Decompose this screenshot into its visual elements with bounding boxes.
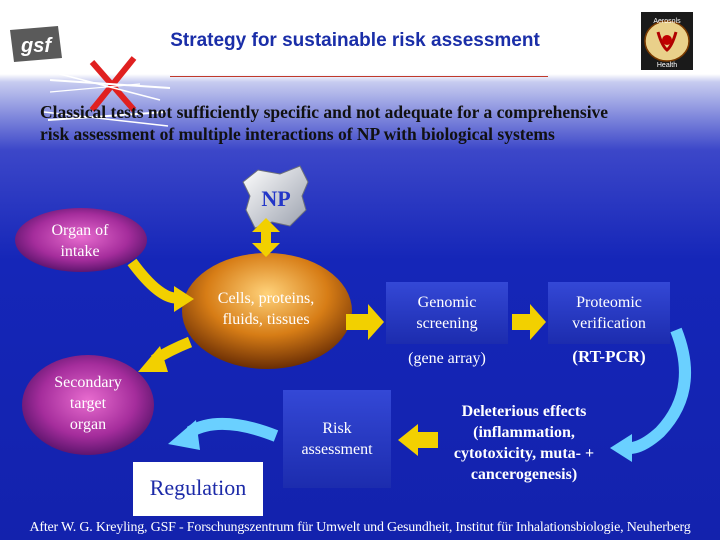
proteomic-verification-label: Proteomic verification xyxy=(548,292,670,334)
secondary-line-2: target xyxy=(69,395,107,412)
deleterious-line-3: cytotoxicity, muta- + xyxy=(453,445,595,462)
aerosols-health-badge: Aerosols Health xyxy=(641,12,693,70)
intro-line-1: Classical tests not sufficiently specifi… xyxy=(40,102,609,122)
organ-to-cells-arrow xyxy=(127,258,179,304)
secondary-line-3: organ xyxy=(69,416,107,433)
deleterious-line-2: (inflammation, xyxy=(473,424,575,441)
organ-of-intake-shape xyxy=(15,208,147,272)
cells-line-1: Cells, proteins, xyxy=(217,290,315,307)
deleterious-to-risk-arrow xyxy=(398,424,438,456)
badge-top-text: Aerosols xyxy=(653,18,681,25)
organ-of-intake-label: Organ of intake xyxy=(30,220,130,262)
organ-intake-line-1: Organ of xyxy=(51,222,109,239)
logo-text: gsf xyxy=(20,35,53,57)
genomic-line-2: screening xyxy=(416,315,478,332)
np-shape xyxy=(242,165,309,229)
organ-intake-line-2: intake xyxy=(60,243,100,260)
badge-bottom-text: Health xyxy=(657,62,677,69)
cells-label: Cells, proteins, fluids, tissues xyxy=(190,288,342,330)
regulation-box xyxy=(133,462,263,516)
np-cells-arrow xyxy=(252,218,280,257)
deleterious-line-4: cancerogenesis) xyxy=(470,466,578,483)
secondary-line-1: Secondary xyxy=(54,374,122,391)
deleterious-line-1: Deleterious effects xyxy=(461,403,587,420)
proteomic-line-1: Proteomic xyxy=(576,294,642,311)
cells-line-2: fluids, tissues xyxy=(222,311,310,328)
genomic-screening-label: Genomic screening xyxy=(386,292,508,334)
genomic-to-proteomic-arrow xyxy=(512,304,546,340)
strike-cross xyxy=(43,56,171,127)
secondary-target-organ-shape xyxy=(22,355,154,455)
intro-line-2: risk assessment of multiple interactions… xyxy=(40,124,555,144)
rt-pcr-label: (RT-PCR) xyxy=(572,347,646,366)
cells-to-genomic-arrow xyxy=(346,304,384,340)
cells-shape xyxy=(182,253,352,369)
slide-title: Strategy for sustainable risk assessment xyxy=(170,30,540,51)
footer-citation: After W. G. Kreyling, GSF - Forschungsze… xyxy=(29,520,691,535)
deleterious-effects-label: Deleterious effects (inflammation, cytot… xyxy=(436,401,612,485)
cells-to-secondary-arrow xyxy=(138,346,168,372)
risk-to-regulation-arrow xyxy=(168,420,200,450)
gsf-logo: gsf xyxy=(10,26,62,62)
risk-assessment-box xyxy=(283,390,391,488)
gene-array-label: (gene array) xyxy=(408,350,486,367)
intro-text: Classical tests not sufficiently specifi… xyxy=(40,101,710,145)
proteomic-verification-box xyxy=(548,282,670,344)
proteomic-to-deleterious-arrow xyxy=(625,327,691,455)
genomic-line-1: Genomic xyxy=(417,294,477,311)
np-label: NP xyxy=(261,186,291,211)
risk-line-2: assessment xyxy=(301,441,373,458)
regulation-label: Regulation xyxy=(149,475,247,500)
genomic-screening-box xyxy=(386,282,508,344)
risk-assessment-label: Risk assessment xyxy=(283,418,391,460)
proteomic-line-2: verification xyxy=(572,315,646,332)
title-underline xyxy=(170,76,548,77)
risk-line-1: Risk xyxy=(322,420,352,437)
secondary-target-organ-label: Secondary target organ xyxy=(32,372,144,435)
